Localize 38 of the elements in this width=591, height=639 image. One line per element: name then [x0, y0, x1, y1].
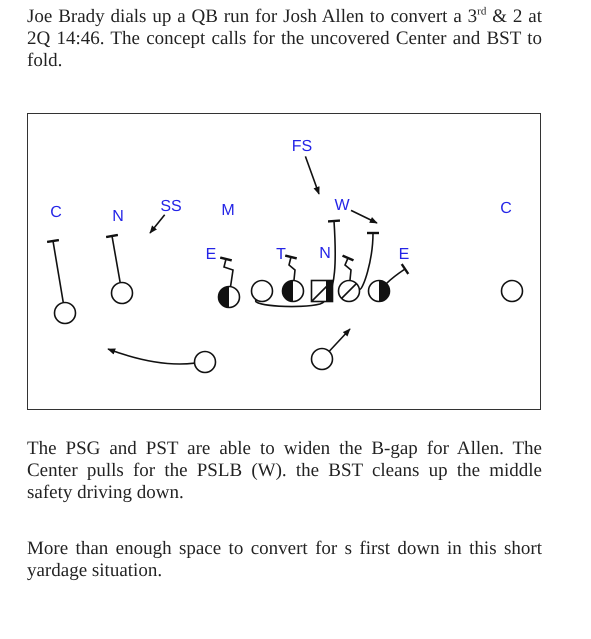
- player-circle: [367, 279, 391, 303]
- defender-label: E: [206, 246, 216, 264]
- defender-label: FS: [292, 138, 312, 156]
- player-circle: [217, 285, 241, 309]
- player-circle: [310, 347, 334, 371]
- center-square: [310, 279, 334, 303]
- block-route: [255, 219, 342, 308]
- defender-label: M: [221, 202, 235, 220]
- route-arrow: [350, 210, 378, 224]
- defender-label: E: [398, 246, 410, 264]
- route-arrow: [149, 214, 166, 234]
- route-arrow: [107, 348, 194, 365]
- defender-label: W: [334, 197, 350, 215]
- defender-label: N: [112, 208, 124, 226]
- defender-label: C: [500, 200, 512, 218]
- player-circle: [500, 279, 524, 303]
- defender-label: T: [276, 246, 286, 264]
- player-circle: [337, 279, 361, 303]
- player-circle: [53, 301, 77, 325]
- player-circle: [250, 279, 274, 303]
- block-route: [218, 256, 234, 286]
- player-circle: [281, 279, 305, 303]
- paragraph: More than enough space to convert for s first down in this short yardage situation.: [27, 538, 542, 582]
- player-circle: [193, 350, 217, 374]
- block-route: [104, 234, 121, 282]
- block-route: [46, 238, 64, 302]
- block-route: [386, 262, 410, 284]
- route-arrow: [304, 156, 320, 195]
- defender-label: N: [319, 245, 331, 263]
- block-route: [341, 254, 355, 280]
- block-route: [284, 254, 298, 280]
- defender-label: C: [50, 204, 62, 222]
- defender-label: SS: [160, 198, 182, 216]
- paragraph: The PSG and PST are able to widen the B-gap for Allen. The Center pulls for the PSLB (W). the BST cleans up the middle safety driving down.: [27, 438, 542, 504]
- block-route: [359, 232, 380, 290]
- player-circle: [110, 281, 134, 305]
- route-arrow: [328, 328, 351, 352]
- paragraph: Joe Brady dials up a QB run for Josh Allen to convert a 3$^{rd}$ & 2 at 2Q 14:46. The concept calls for the uncovered Center and BST to fold.: [27, 6, 542, 72]
